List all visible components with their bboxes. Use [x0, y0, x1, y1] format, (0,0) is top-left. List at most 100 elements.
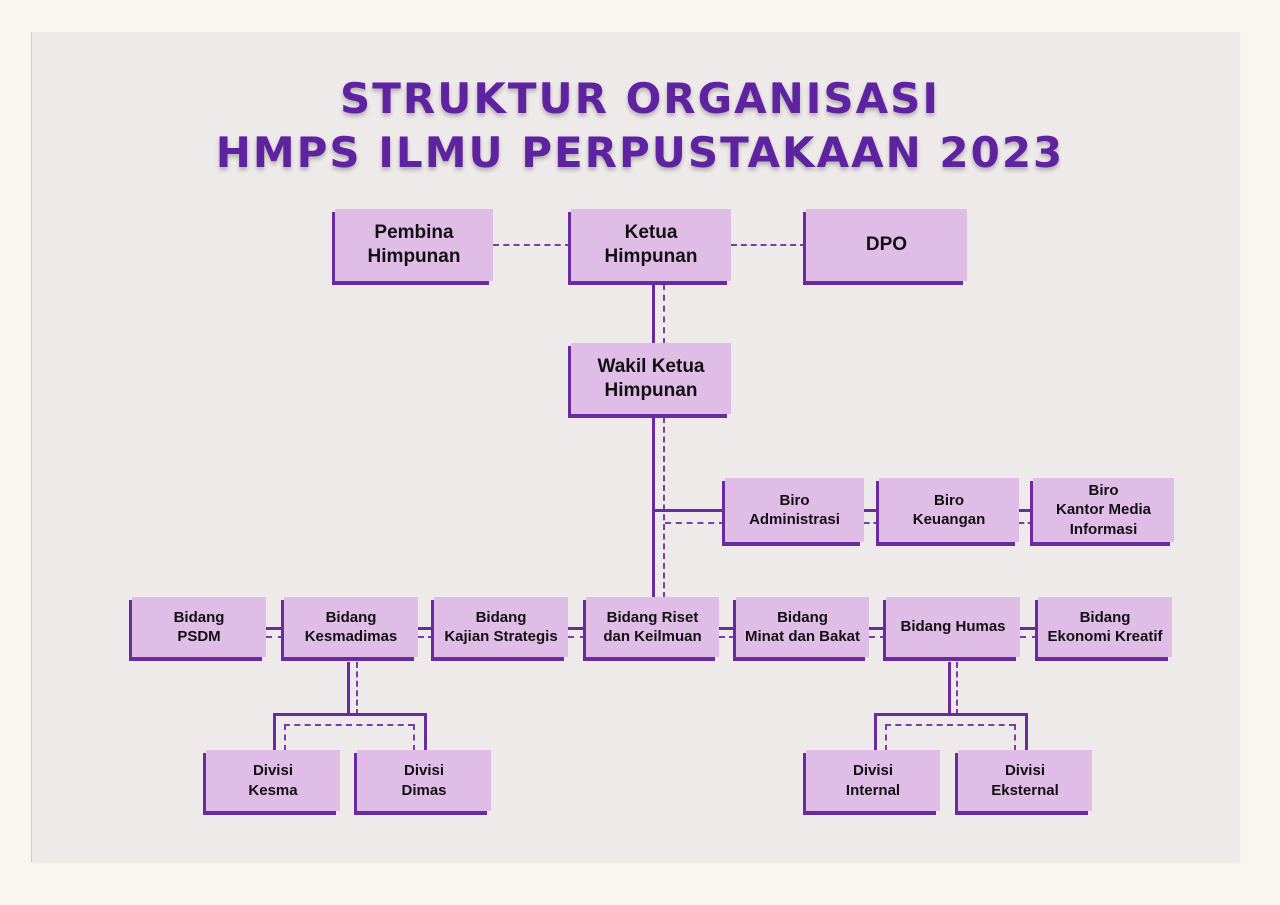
- connector-internal-drop-dashed: [885, 724, 887, 751]
- connector-kesmadimas-bar-dashed: [284, 724, 414, 726]
- node-label: Biro Keuangan: [879, 478, 1019, 542]
- connector-bidang-3: [568, 627, 586, 630]
- connector-biro-admin-keuangan-dashed: [864, 522, 879, 524]
- box-edge: [568, 212, 571, 285]
- node-label: Divisi Kesma: [206, 750, 340, 811]
- box-edge: [883, 657, 1016, 661]
- node-label: Bidang Kesmadimas: [284, 597, 418, 657]
- node-label: Bidang Minat dan Bakat: [736, 597, 869, 657]
- node-divisi-dimas: Divisi Dimas: [354, 750, 491, 815]
- node-wakil-ketua-himpunan: Wakil Ketua Himpunan: [568, 343, 731, 418]
- connector-bidang-1-dashed: [266, 636, 284, 638]
- box-edge: [129, 600, 132, 661]
- node-ketua-himpunan: Ketua Himpunan: [568, 209, 731, 285]
- connector-kesma-drop-dashed: [284, 724, 286, 751]
- connector-bidang-1: [266, 627, 284, 630]
- box-edge: [955, 753, 958, 815]
- connector-bidang-4-dashed: [719, 636, 735, 638]
- node-bidang-riset-keilmuan: Bidang Riset dan Keilmuan: [583, 597, 719, 661]
- box-edge: [1030, 481, 1033, 546]
- box-edge: [354, 753, 357, 815]
- node-divisi-kesma: Divisi Kesma: [203, 750, 340, 815]
- box-edge: [722, 542, 860, 546]
- connector-bidang-3-dashed: [568, 636, 586, 638]
- box-edge: [583, 657, 715, 661]
- node-label: DPO: [806, 209, 967, 281]
- box-edge: [1030, 542, 1170, 546]
- box-edge: [803, 281, 963, 285]
- connector-dimas-drop-dashed: [413, 724, 415, 751]
- box-edge: [876, 542, 1015, 546]
- connector-bidang-2: [418, 627, 434, 630]
- connector-humas-bar: [874, 713, 1028, 716]
- box-edge: [203, 811, 336, 815]
- box-edge: [583, 600, 586, 661]
- node-label: Divisi Dimas: [357, 750, 491, 811]
- box-edge: [431, 657, 564, 661]
- node-label: Ketua Himpunan: [571, 209, 731, 281]
- connector-bidang-2-dashed: [418, 636, 434, 638]
- box-edge: [1035, 657, 1168, 661]
- connector-wakil-riset: [652, 417, 655, 598]
- chart-paper: [32, 32, 1240, 862]
- node-label: Biro Administrasi: [725, 478, 864, 542]
- box-edge: [876, 481, 879, 546]
- node-label: Divisi Internal: [806, 750, 940, 811]
- node-bidang-ekonomi-kreatif: Bidang Ekonomi Kreatif: [1035, 597, 1172, 661]
- connector-wakil-riset-dashed: [663, 417, 665, 598]
- node-bidang-kesmadimas: Bidang Kesmadimas: [281, 597, 418, 661]
- node-label: Divisi Eksternal: [958, 750, 1092, 811]
- box-edge: [354, 811, 487, 815]
- box-edge: [1035, 600, 1038, 661]
- connector-biro: [655, 509, 725, 512]
- node-label: Bidang Riset dan Keilmuan: [586, 597, 719, 657]
- box-edge: [281, 657, 414, 661]
- node-label: Wakil Ketua Himpunan: [571, 343, 731, 414]
- node-divisi-eksternal: Divisi Eksternal: [955, 750, 1092, 815]
- node-dpo: DPO: [803, 209, 967, 285]
- connector-biro-admin-keuangan: [864, 509, 879, 512]
- connector-pembina-ketua: [493, 244, 571, 246]
- connector-kesmadimas-bar: [273, 713, 427, 716]
- node-label: Bidang Ekonomi Kreatif: [1038, 597, 1172, 657]
- box-edge: [803, 811, 936, 815]
- box-edge: [332, 212, 335, 285]
- connector-bidang-4: [719, 627, 735, 630]
- connector-bidang-6-dashed: [1020, 636, 1038, 638]
- node-label: Pembina Himpunan: [335, 209, 493, 281]
- box-edge: [722, 481, 725, 546]
- connector-humas-down-dashed: [956, 662, 958, 715]
- connector-kesmadimas-down: [347, 662, 350, 715]
- box-edge: [431, 600, 434, 661]
- connector-bidang-5: [869, 627, 886, 630]
- box-edge: [733, 600, 736, 661]
- box-edge: [568, 414, 727, 418]
- node-biro-keuangan: Biro Keuangan: [876, 478, 1019, 546]
- node-bidang-psdm: Bidang PSDM: [129, 597, 266, 661]
- box-edge: [733, 657, 865, 661]
- connector-kesmadimas-down-dashed: [356, 662, 358, 715]
- connector-biro-keuangan-kmi-dashed: [1019, 522, 1033, 524]
- node-label: Bidang Humas: [886, 597, 1020, 657]
- connector-eksternal-drop-dashed: [1014, 724, 1016, 751]
- connector-bidang-6: [1020, 627, 1038, 630]
- connector-dimas-drop: [424, 713, 427, 751]
- box-edge: [332, 281, 489, 285]
- box-edge: [803, 212, 806, 285]
- connector-biro-dashed: [665, 522, 725, 524]
- title-line-1: STRUKTUR ORGANISASI: [339, 74, 941, 123]
- box-edge: [129, 657, 262, 661]
- connector-humas-bar-dashed: [885, 724, 1015, 726]
- node-bidang-minat-bakat: Bidang Minat dan Bakat: [733, 597, 869, 661]
- connector-ketua-dpo: [731, 244, 806, 246]
- connector-ketua-wakil-dashed: [663, 284, 665, 344]
- box-edge: [568, 346, 571, 418]
- node-label: Bidang PSDM: [132, 597, 266, 657]
- box-edge: [203, 753, 206, 815]
- node-label: Bidang Kajian Strategis: [434, 597, 568, 657]
- connector-kesma-drop: [273, 713, 276, 751]
- connector-ketua-wakil: [652, 284, 655, 344]
- connector-eksternal-drop: [1025, 713, 1028, 751]
- box-edge: [883, 600, 886, 661]
- node-pembina-himpunan: Pembina Himpunan: [332, 209, 493, 285]
